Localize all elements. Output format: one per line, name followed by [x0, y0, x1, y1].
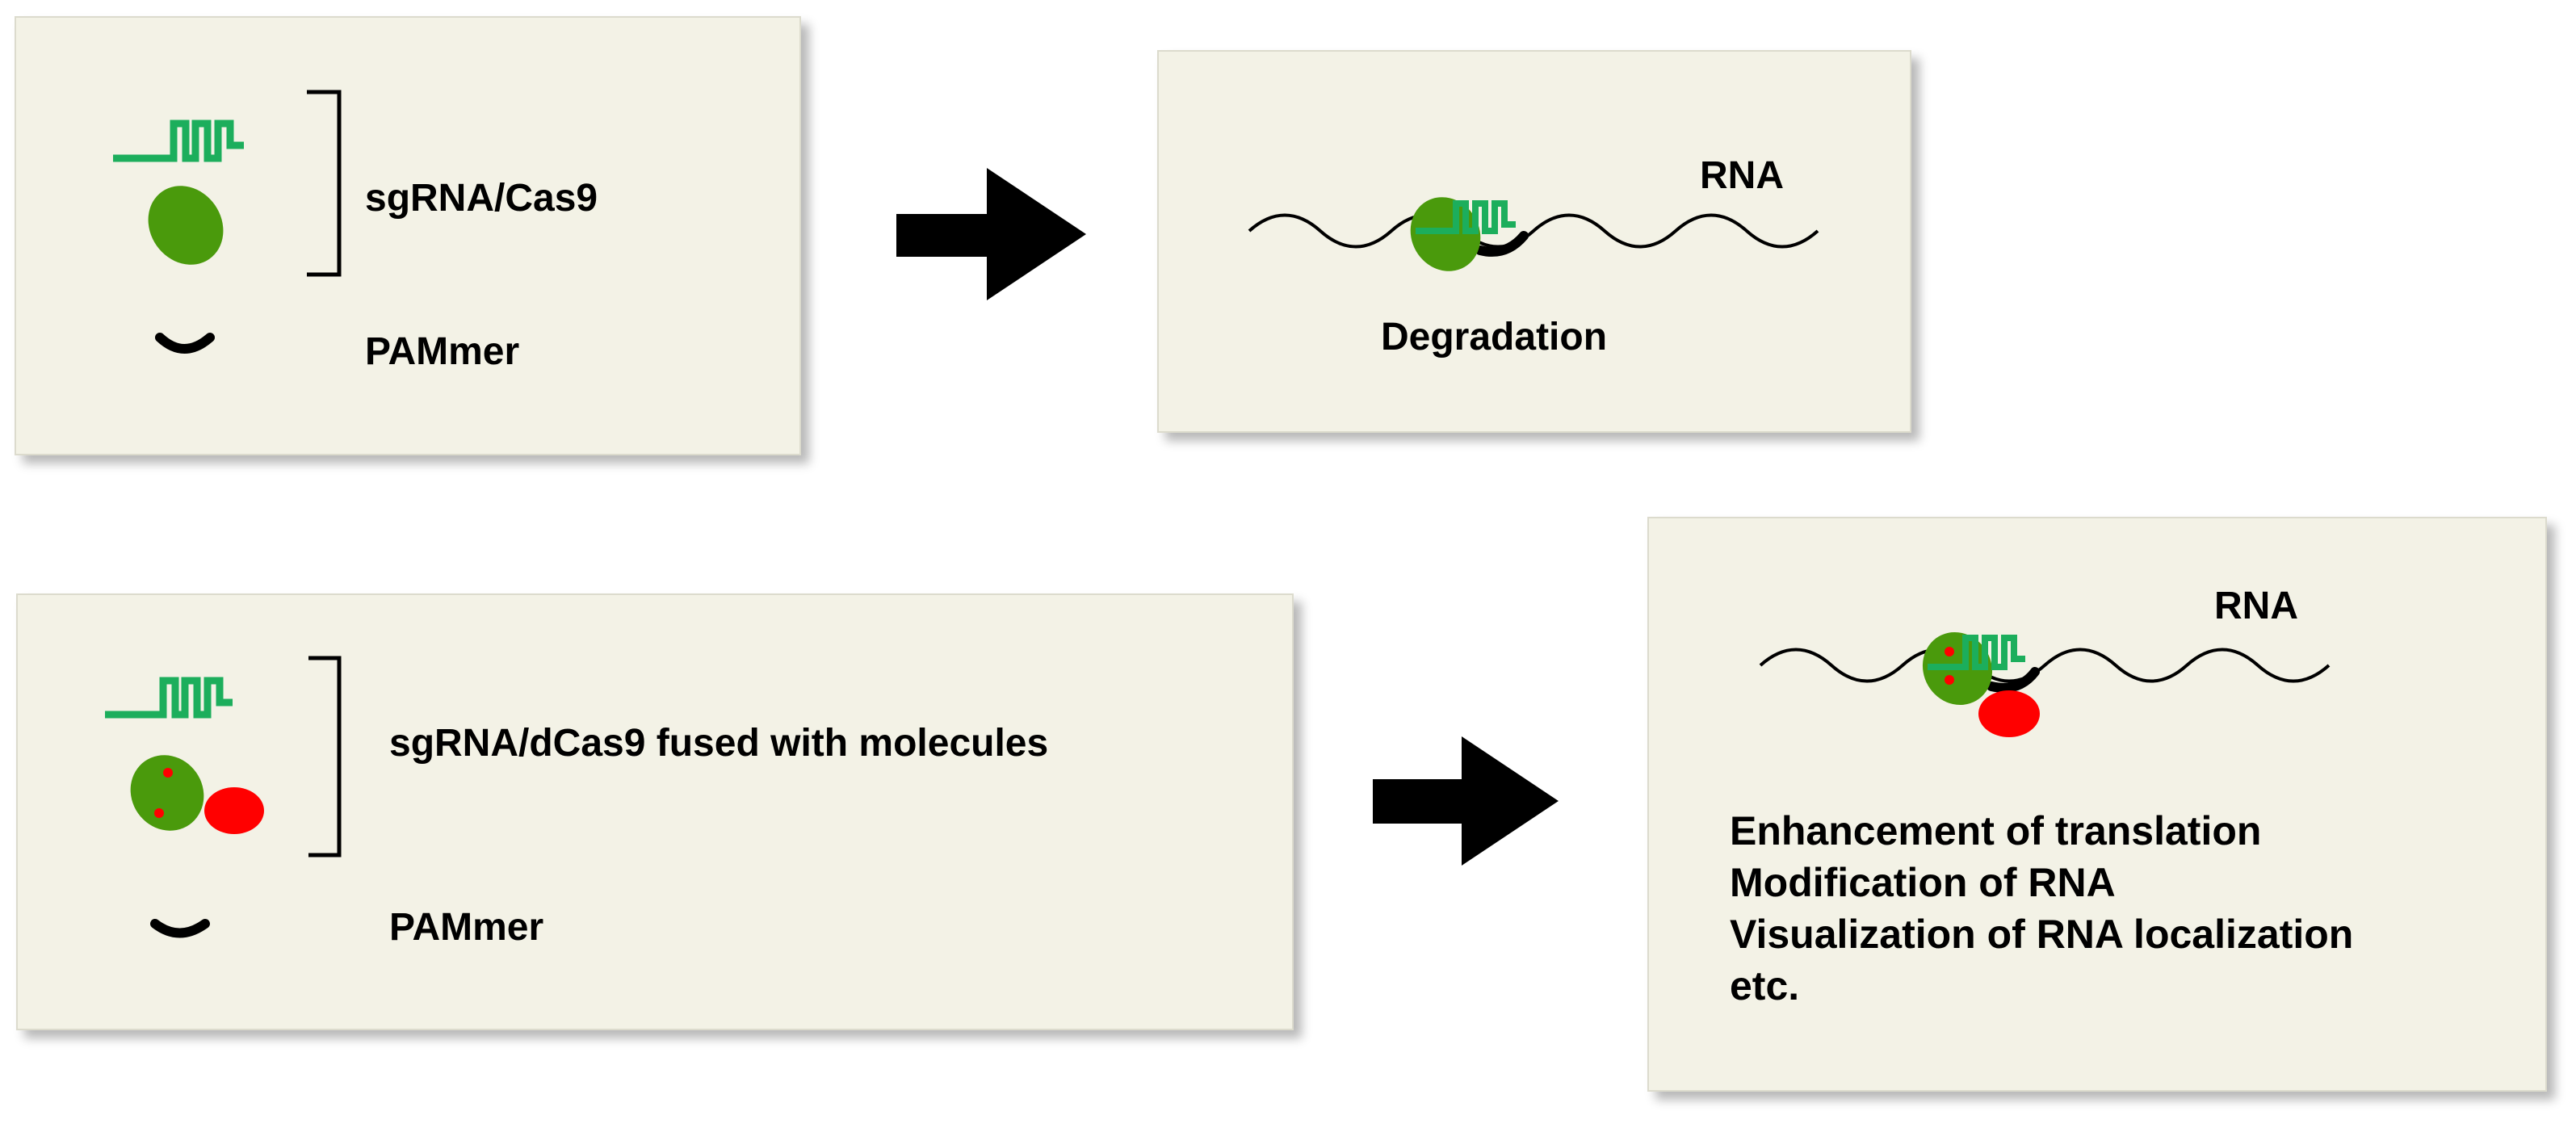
rna-strand-icon — [1248, 213, 1819, 249]
grouping-bracket — [307, 90, 342, 277]
degradation-label: Degradation — [1381, 316, 1608, 359]
pammer-icon — [150, 919, 210, 938]
rna-label: RNA — [2214, 585, 2298, 627]
outcome-item: Visualization of RNA localization — [1730, 912, 2354, 957]
arrow-right-icon — [896, 168, 1086, 300]
sgrna-icon — [105, 677, 233, 719]
panel-sgrna-dcas9-fusion: sgRNA/dCas9 fused with molecules PAMmer — [16, 593, 1294, 1030]
fused-molecule-icon — [204, 787, 264, 834]
panel-degradation: RNA Degradation — [1157, 50, 1911, 433]
inactive-site-dot-icon — [1945, 675, 1954, 685]
outcome-item: Modification of RNA — [1730, 860, 2116, 905]
pammer-label: PAMmer — [389, 906, 544, 949]
sgrna-icon — [1416, 200, 1516, 234]
grouping-bracket — [308, 656, 342, 858]
outcome-list: Enhancement of translation Modification … — [1730, 805, 2353, 1012]
panel-sgrna-cas9: sgRNA/Cas9 PAMmer — [15, 16, 801, 455]
pammer-label: PAMmer — [365, 330, 520, 373]
inactive-site-dot-icon — [1945, 647, 1954, 656]
inactive-site-dot-icon — [163, 768, 173, 778]
rna-label: RNA — [1700, 154, 1784, 197]
pammer-icon — [1475, 231, 1529, 257]
fused-molecule-icon — [1978, 690, 2040, 737]
rna-strand-icon — [1759, 648, 2331, 683]
cas9-icon — [148, 186, 224, 265]
pammer-icon — [155, 333, 215, 354]
outcome-item: etc. — [1730, 963, 1800, 1008]
inactive-site-dot-icon — [154, 808, 164, 818]
pammer-icon — [1987, 667, 2040, 693]
sgrna-dcas9-fused-label: sgRNA/dCas9 fused with molecules — [389, 722, 1049, 765]
sgrna-cas9-label: sgRNA/Cas9 — [365, 177, 598, 220]
dcas9-icon — [130, 755, 204, 831]
panel-sgrna-dcas9-fusion-graphics — [105, 656, 342, 938]
panel-sgrna-cas9-graphics — [113, 90, 342, 354]
arrow-right-icon — [1373, 736, 1559, 866]
sgrna-icon — [113, 120, 244, 162]
panel-degradation-graphics — [1248, 197, 1819, 271]
outcome-item: Enhancement of translation — [1730, 808, 2262, 853]
sgrna-icon — [1928, 635, 2025, 670]
panel-dcas9-applications: RNA Enhancement of translation Modificat… — [1647, 517, 2547, 1092]
panel-dcas9-applications-graphics — [1759, 631, 2331, 737]
